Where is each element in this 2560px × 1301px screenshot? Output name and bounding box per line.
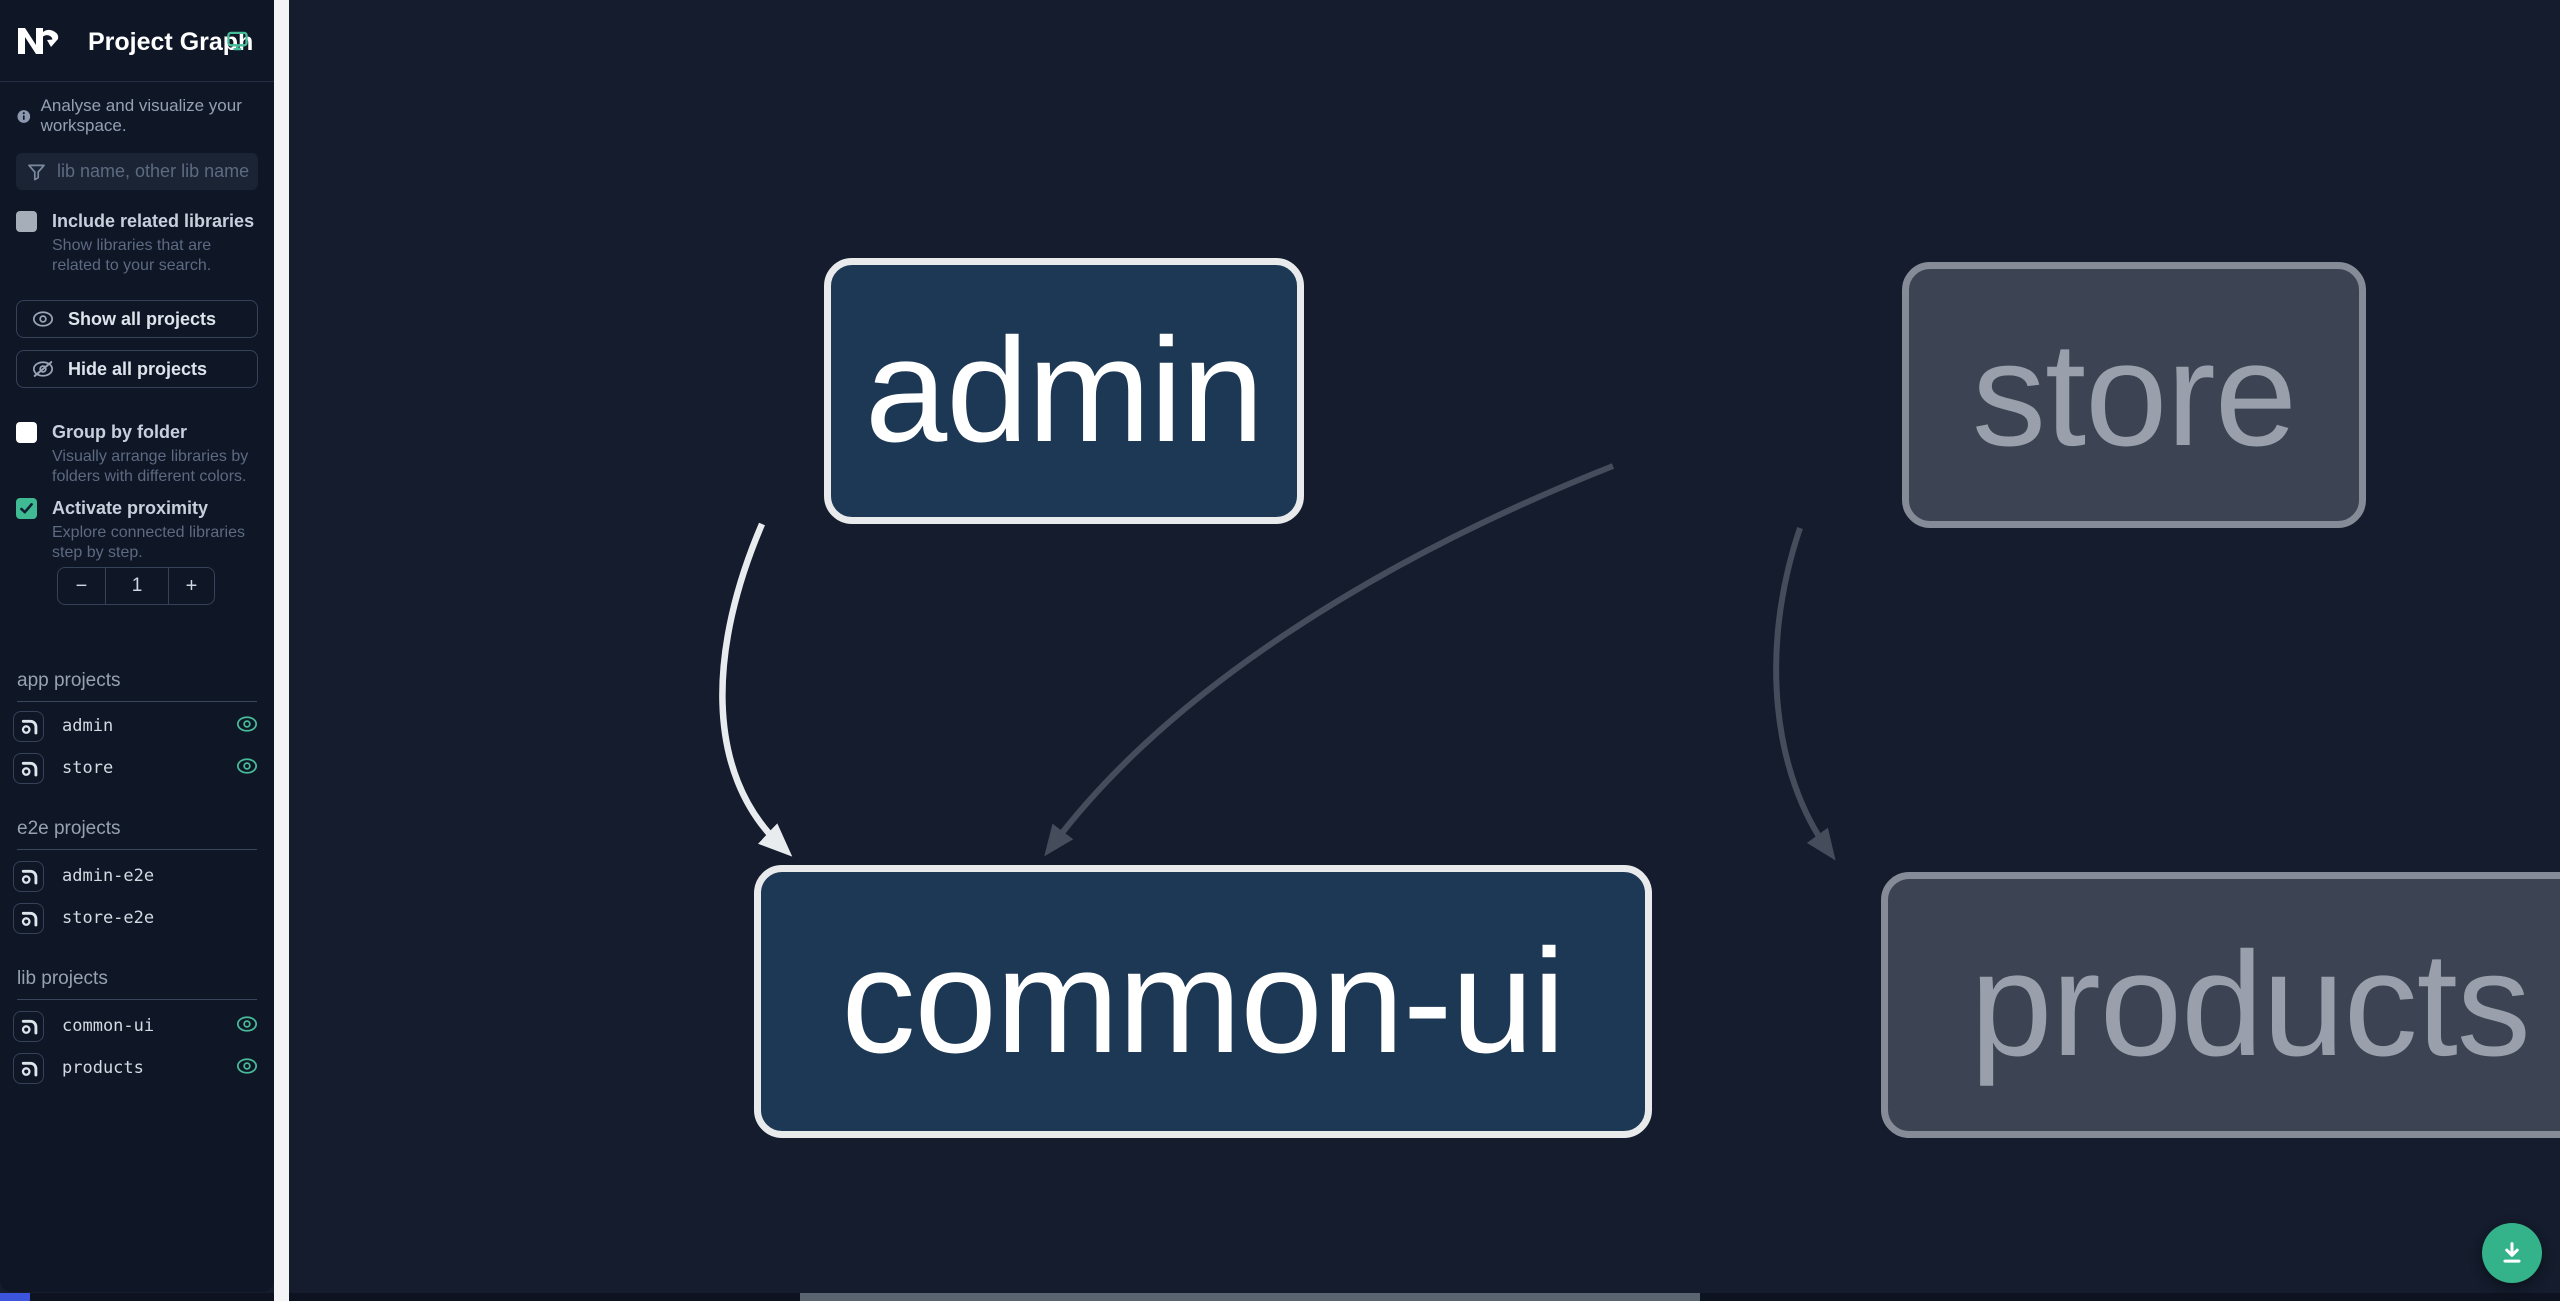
focus-project-icon [21, 869, 38, 885]
option-include-related: Include related libraries Show libraries… [16, 210, 262, 276]
checkbox-group-by-folder[interactable] [16, 422, 37, 443]
nx-logo [18, 28, 59, 54]
sidebar-header: Project Graph [0, 0, 274, 82]
focus-project-icon [21, 1061, 38, 1077]
hide-all-projects-button[interactable]: Hide all projects [16, 350, 258, 388]
search-input[interactable] [57, 161, 252, 182]
option-description: Show libraries that are related to your … [52, 237, 212, 274]
graph-canvas[interactable]: admin store common-ui products [289, 0, 2560, 1301]
horizontal-scrollbar-track [0, 1293, 2560, 1301]
proximity-depth-stepper: − 1 + [57, 567, 215, 605]
graph-node-store[interactable]: store [1902, 262, 2366, 528]
project-row-store-e2e: store-e2e [0, 898, 274, 938]
info-icon [17, 109, 31, 123]
graph-node-common-ui[interactable]: common-ui [754, 865, 1652, 1138]
section-title-lib-projects: lib projects [17, 968, 257, 1000]
check-icon [20, 503, 33, 514]
project-name: common-ui [62, 1016, 155, 1036]
project-name: admin [62, 716, 114, 736]
project-name: store [62, 758, 114, 778]
focus-project-button[interactable] [13, 1011, 44, 1042]
sidebar: Project Graph Analyse and visualize your… [0, 0, 274, 1292]
decrement-button[interactable]: − [58, 568, 106, 604]
download-icon [2503, 1242, 2521, 1263]
eye-visible-icon[interactable] [236, 1057, 258, 1075]
option-group-by-folder: Group by folder Visually arrange librari… [16, 421, 262, 487]
node-label: admin [864, 308, 1264, 473]
sidebar-scrollbar[interactable] [274, 0, 289, 1301]
graph-node-admin[interactable]: admin [824, 258, 1304, 524]
eye-visible-icon[interactable] [236, 715, 258, 733]
option-label: Include related libraries [52, 211, 255, 231]
option-label: Group by folder [52, 422, 187, 442]
checkbox-include-related[interactable] [16, 211, 37, 232]
option-activate-proximity: Activate proximity Explore connected lib… [16, 497, 262, 563]
section-title-e2e-projects: e2e projects [17, 818, 257, 850]
eye-visible-icon[interactable] [236, 757, 258, 775]
eye-off-icon [32, 361, 54, 377]
focus-project-button[interactable] [13, 903, 44, 934]
graph-node-products[interactable]: products [1881, 872, 2560, 1138]
edge-admin-to-common-ui [719, 522, 793, 857]
download-image-button[interactable] [2482, 1223, 2542, 1283]
tagline-text: Analyse and visualize your workspace. [40, 96, 242, 135]
node-label: common-ui [841, 918, 1566, 1084]
eye-icon [32, 311, 54, 327]
project-row-admin-e2e: admin-e2e [0, 856, 274, 896]
theme-monitor-icon[interactable] [227, 31, 248, 56]
focus-project-icon [21, 1019, 38, 1035]
project-name: admin-e2e [62, 866, 155, 886]
page-title: Project Graph [88, 28, 254, 56]
project-row-products: products [0, 1048, 274, 1088]
focus-project-button[interactable] [13, 711, 44, 742]
search-box [16, 153, 258, 190]
section-title-app-projects: app projects [17, 670, 257, 702]
project-name: products [62, 1058, 144, 1078]
focus-project-icon [21, 719, 38, 735]
project-row-admin: admin [0, 706, 274, 746]
option-description: Explore connected libraries step by step… [52, 524, 245, 561]
eye-visible-icon[interactable] [236, 1015, 258, 1033]
project-row-common-ui: common-ui [0, 1006, 274, 1046]
focus-project-button[interactable] [13, 753, 44, 784]
show-all-label: Show all projects [68, 308, 217, 329]
increment-button[interactable]: + [168, 568, 214, 604]
node-label: store [1971, 312, 2297, 477]
focus-project-icon [21, 761, 38, 777]
hide-all-label: Hide all projects [68, 358, 208, 379]
scrollbar-corner-accent [0, 1293, 30, 1301]
focus-project-button[interactable] [13, 1053, 44, 1084]
option-description: Visually arrange libraries by folders wi… [52, 448, 249, 485]
filter-funnel-icon [28, 164, 45, 180]
project-row-store: store [0, 748, 274, 788]
edge-store-to-products [1773, 527, 1836, 861]
show-all-projects-button[interactable]: Show all projects [16, 300, 258, 338]
horizontal-scrollbar-thumb[interactable] [800, 1293, 1700, 1301]
focus-project-icon [21, 911, 38, 927]
option-label: Activate proximity [52, 498, 209, 518]
depth-value: 1 [131, 575, 143, 596]
focus-project-button[interactable] [13, 861, 44, 892]
tagline-row: Analyse and visualize your workspace. [17, 96, 274, 136]
project-name: store-e2e [62, 908, 155, 928]
node-label: products [1970, 922, 2531, 1087]
checkbox-activate-proximity[interactable] [16, 498, 37, 519]
